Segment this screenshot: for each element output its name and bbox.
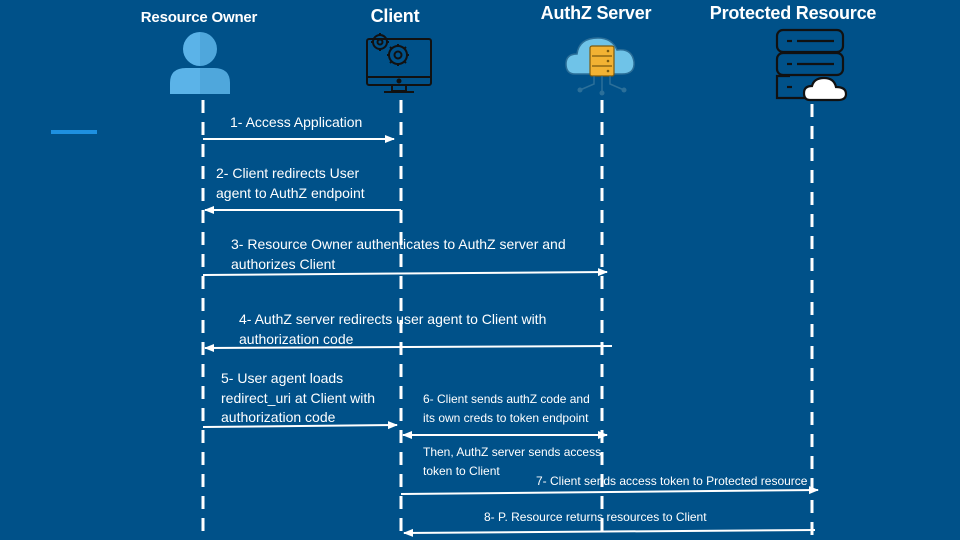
step-7-label: 7- Client sends access token to Protecte… bbox=[536, 474, 808, 488]
step-8-label: 8- P. Resource returns resources to Clie… bbox=[484, 510, 707, 524]
actor-client-title: Client bbox=[370, 6, 420, 26]
step-5-label: 5- User agent loads redirect_uri at Clie… bbox=[221, 370, 376, 426]
arrow-step-3 bbox=[202, 268, 608, 277]
user-icon bbox=[170, 30, 232, 96]
actor-protected-resource-title: Protected Resource bbox=[709, 3, 877, 23]
step-2-label: 2- Client redirects User agent to AuthZ … bbox=[216, 165, 365, 201]
actor-authz-server-title: AuthZ Server bbox=[540, 3, 652, 23]
step-6-response-label: Then, AuthZ server sends access token to… bbox=[423, 445, 602, 478]
actor-resource-owner-title: Resource Owner bbox=[140, 9, 258, 26]
step-6-label: 6- Client sends authZ code and its own c… bbox=[423, 392, 590, 425]
step-1-label: 1- Access Application bbox=[230, 114, 363, 130]
step-3-label: 3- Resource Owner authenticates to AuthZ… bbox=[231, 236, 566, 272]
cloud-server-icon bbox=[565, 37, 635, 96]
computer-gears-icon bbox=[366, 33, 432, 93]
accent-bar bbox=[51, 130, 97, 134]
server-cloud-icon bbox=[775, 28, 848, 102]
arrow-step-8 bbox=[403, 528, 816, 537]
arrow-step-5 bbox=[202, 421, 398, 430]
arrow-step-7 bbox=[400, 486, 819, 495]
arrow-step-4 bbox=[204, 343, 613, 352]
step-4-label: 4- AuthZ server redirects user agent to … bbox=[239, 311, 547, 347]
